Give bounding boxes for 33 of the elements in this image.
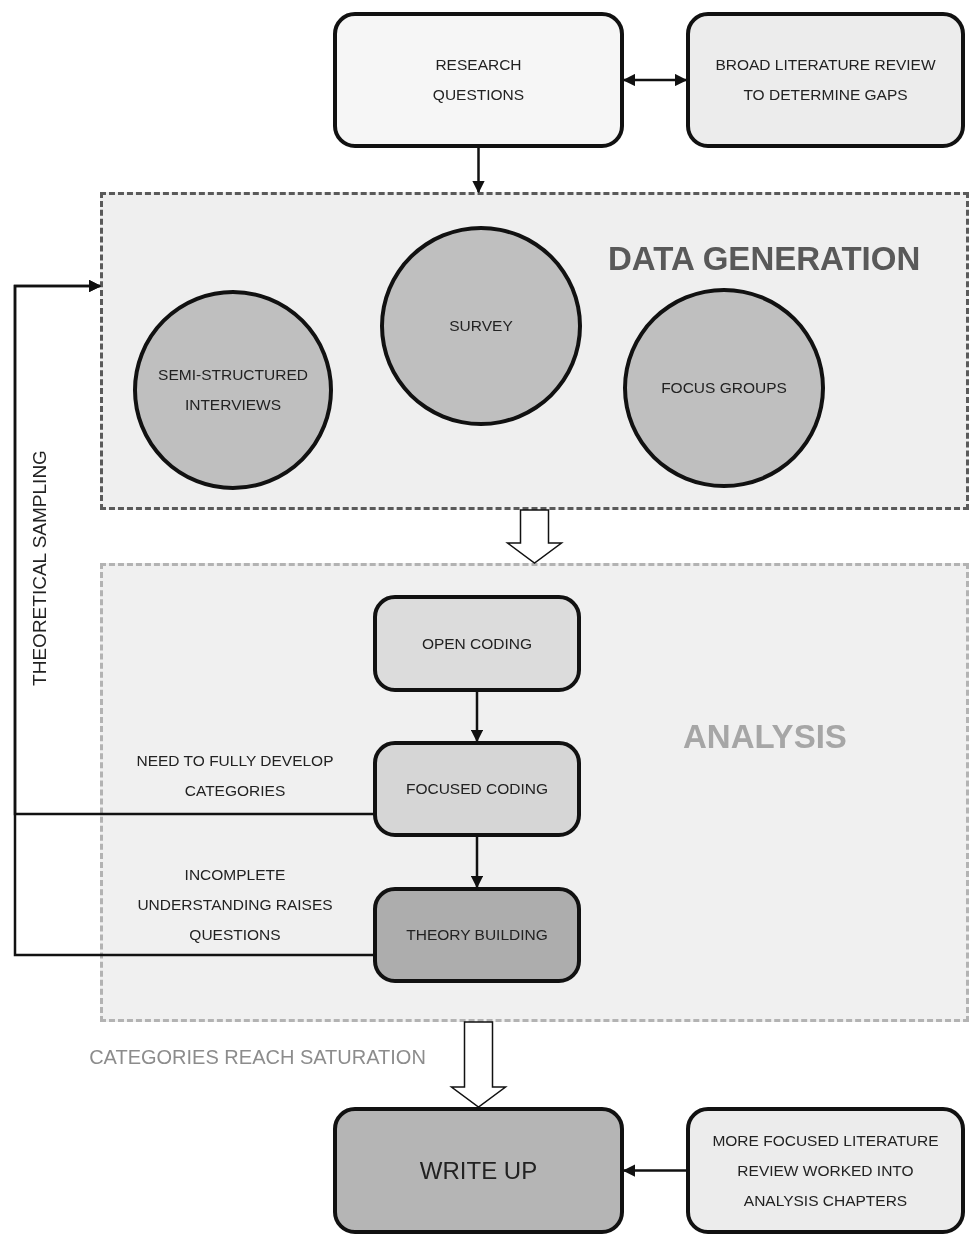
side-label: THEORETICAL SAMPLING xyxy=(28,450,51,686)
arrow xyxy=(622,1164,686,1177)
process-box xyxy=(333,1107,624,1234)
arrow xyxy=(470,837,484,889)
node-label: THEORY BUILDING xyxy=(406,925,548,945)
node-label: FOCUS GROUPS xyxy=(661,378,787,398)
edge-label: INCOMPLETE UNDERSTANDING RAISES QUESTIONS xyxy=(136,865,334,945)
group-heading: DATA GENERATION xyxy=(608,240,921,278)
process-box xyxy=(373,595,581,692)
process-box xyxy=(373,887,581,983)
dashed-group-panel xyxy=(100,563,969,1022)
node-label: WRITE UP xyxy=(419,1155,538,1186)
process-box xyxy=(333,12,624,148)
arrow xyxy=(472,148,485,194)
block-arrow xyxy=(449,1021,508,1108)
edge-label: CATEGORIES REACH SATURATION xyxy=(88,1045,427,1070)
arrow xyxy=(622,73,688,87)
edge-label: NEED TO FULLY DEVELOP CATEGORIES xyxy=(135,751,335,801)
process-box xyxy=(686,1107,965,1234)
node-label: FOCUSED CODING xyxy=(405,779,549,799)
dashed-group-panel xyxy=(100,192,969,510)
group-heading: ANALYSIS xyxy=(683,718,847,756)
block-arrow xyxy=(505,509,564,564)
process-box xyxy=(686,12,965,148)
node-label: SEMI-STRUCTURED INTERVIEWS xyxy=(157,365,309,415)
node-label: BROAD LITERATURE REVIEW TO DETERMINE GAPS xyxy=(714,55,937,105)
node-label: MORE FOCUSED LITERATURE REVIEW WORKED INTO ANALYSIS CHAPTERS xyxy=(711,1130,940,1211)
arrow xyxy=(470,692,484,743)
process-box xyxy=(373,741,581,837)
arrow xyxy=(13,279,373,957)
node-label: OPEN CODING xyxy=(421,633,533,654)
node-label: SURVEY xyxy=(449,316,513,336)
node-label: RESEARCH QUESTIONS xyxy=(431,55,526,105)
